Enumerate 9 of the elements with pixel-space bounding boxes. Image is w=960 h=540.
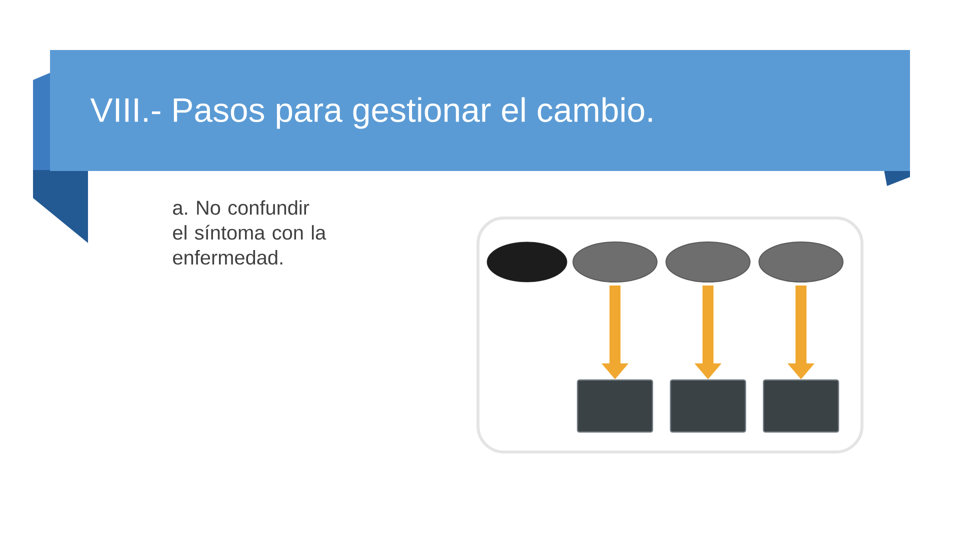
oval — [486, 242, 568, 282]
body-text: a. No confundir el síntoma con la enfermedad. — [173, 200, 326, 265]
oval — [758, 242, 844, 282]
oval — [666, 242, 750, 282]
slide-title: VIII.- Pasos para gestionar el cambio. — [90, 97, 652, 129]
dark-box — [576, 379, 654, 433]
dark-box — [762, 379, 840, 433]
oval — [572, 242, 658, 282]
dark-box — [670, 379, 746, 433]
